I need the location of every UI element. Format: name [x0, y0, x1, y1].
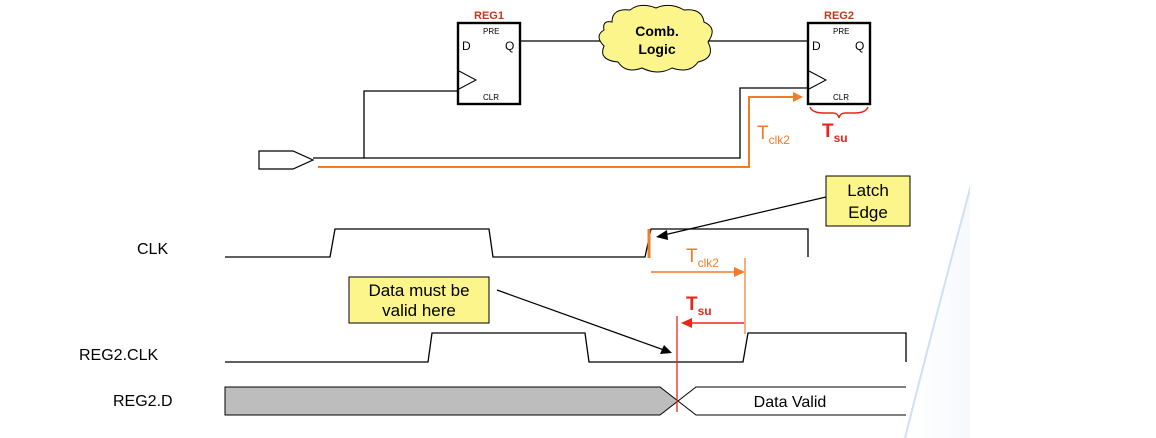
timing-tsu-label: Tsu: [686, 294, 712, 318]
latch-edge-callout: Latch Edge: [656, 175, 911, 240]
reg2-pre-pin: PRE: [833, 27, 849, 36]
clk-waveform: [225, 228, 809, 258]
reg2-clk-waveform: [225, 332, 907, 363]
reg1-clr-pin: CLR: [483, 93, 499, 102]
tsu-arrow-head: [681, 318, 692, 328]
circuit-tsu-label: Tsu: [822, 121, 848, 145]
reg2-clock-wire: [364, 87, 808, 159]
reg2-q-pin: Q: [855, 39, 864, 53]
reg2-d-signal-label: REG2.D: [113, 393, 173, 410]
latch-edge-pointer-head: [656, 230, 668, 240]
circuit-schematic: REG1 PRE D Q CLR Comb. Logic REG2 PRE D …: [258, 4, 872, 170]
reg1-d-pin: D: [462, 39, 471, 53]
data-valid-here-line2: valid here: [382, 301, 456, 320]
data-valid-here-pointer-head: [660, 345, 672, 354]
reg1-clock-wire: [313, 90, 458, 159]
reg2-flipflop: REG2 PRE D Q CLR: [806, 10, 872, 106]
latch-edge-line2: Edge: [848, 203, 888, 222]
comb-logic-cloud: Comb. Logic: [598, 4, 713, 73]
clock-input-pad: [258, 150, 315, 170]
tclk2-arrow-head: [734, 267, 745, 277]
reg1-title: REG1: [474, 10, 504, 22]
reg1-flipflop: REG1 PRE D Q CLR: [456, 10, 522, 106]
comb-logic-line1: Comb.: [635, 23, 679, 39]
latch-edge-line1: Latch: [847, 181, 889, 200]
data-valid-here-line1: Data must be: [368, 281, 469, 300]
slide-background-accent: [904, 0, 1156, 438]
reg2-title: REG2: [824, 10, 854, 22]
clk-signal-label: CLK: [137, 241, 168, 258]
circuit-tclk2-label: Tclk2: [757, 123, 790, 147]
latch-edge-pointer: [663, 196, 827, 236]
timing-annotations: Tclk2 Tsu Latch Edge Data must be valid …: [348, 175, 911, 354]
tclk2-clock-path: [318, 96, 793, 168]
reg1-q-pin: Q: [505, 39, 514, 53]
reg2-clr-pin: CLR: [833, 93, 849, 102]
data-valid-text: Data Valid: [754, 394, 827, 411]
timing-tclk2-label: Tclk2: [686, 246, 719, 270]
tsu-brace: [809, 106, 869, 119]
tclk2-arrowhead: [793, 92, 803, 102]
data-valid-here-callout: Data must be valid here: [348, 276, 672, 354]
reg2-clk-signal-label: REG2.CLK: [79, 347, 158, 364]
reg2-d-pin: D: [812, 39, 821, 53]
timing-waveforms: CLK REG2.CLK REG2.D Data Valid: [79, 228, 907, 416]
data-valid-here-pointer: [496, 289, 665, 351]
reg2-d-invalid-region: [224, 386, 679, 416]
reg1-pre-pin: PRE: [483, 27, 499, 36]
comb-logic-line2: Logic: [638, 41, 676, 57]
reg2-d-valid-region: [677, 386, 906, 416]
